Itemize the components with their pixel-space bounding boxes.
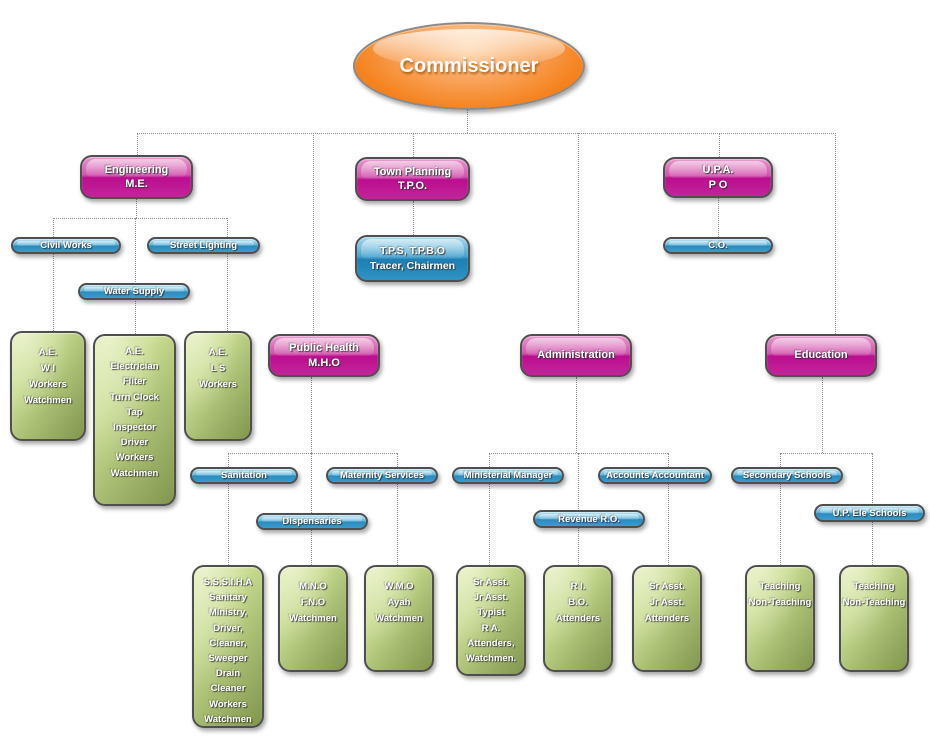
node-revenue-staff: R I. B.O. Attenders — [543, 565, 613, 672]
node-label: R I. B.O. Attenders — [555, 581, 601, 625]
node-engineering: Engineering M.E. — [80, 155, 193, 199]
connector — [780, 453, 872, 454]
node-co: C.O. — [663, 237, 773, 254]
connector — [311, 453, 312, 565]
node-secondary-schools: Secondary Schools — [731, 467, 843, 484]
node-administration: Administration — [520, 334, 632, 377]
node-label: Sr Asst. Jr Asst. Typist R A. Attenders,… — [465, 577, 517, 664]
connector — [53, 218, 227, 219]
connector — [718, 198, 719, 237]
connector — [822, 377, 823, 453]
connector — [137, 133, 836, 134]
connector — [311, 377, 312, 453]
connector — [467, 110, 468, 133]
node-education: Education — [765, 334, 877, 377]
node-sanitation-staff: S.S.S.I.H.A Sanitary Ministry, Driver, C… — [192, 565, 264, 728]
connector — [413, 201, 414, 235]
node-label: A.E. L S Workers — [199, 347, 237, 391]
connector — [227, 218, 228, 331]
node-ae-wi-staff: A.E. W I Workers Watchmen — [10, 331, 86, 441]
node-label: Town Planning T.P.O. — [373, 165, 452, 192]
connector — [780, 453, 781, 565]
node-secondary-schools-staff: Teaching Non-Teaching — [745, 565, 815, 672]
connector — [53, 218, 54, 331]
connector — [835, 133, 836, 334]
connector — [136, 199, 137, 218]
node-up-ele-schools: U.P. Ele Schools — [814, 504, 925, 522]
node-sanitation: Sanitation — [190, 467, 298, 484]
node-label: A.E. Electrician Fliter Turn Clock Tap I… — [110, 346, 159, 479]
connector — [668, 453, 669, 565]
node-label: Dispensaries — [282, 516, 342, 527]
node-ministerial-staff: Sr Asst. Jr Asst. Typist R A. Attenders,… — [456, 565, 526, 676]
node-dispensaries-staff: M.N.O F.N.O Watchmen — [278, 565, 348, 672]
connector — [578, 453, 579, 565]
connector — [719, 133, 720, 157]
node-label: Public Health M.H.O — [289, 342, 359, 369]
node-label: Commissioner — [399, 54, 539, 77]
connector — [313, 133, 314, 334]
node-upa: U.P.A. P O — [663, 157, 773, 198]
node-label: Water Supply — [103, 286, 165, 297]
node-label: U.P. Ele Schools — [832, 507, 907, 519]
node-maternity-staff: W.M.O Ayah Watchmen — [364, 565, 434, 672]
connector — [228, 453, 229, 565]
node-civil-works: Civil Works — [11, 237, 121, 254]
node-label: Sr Asst. Jr Asst. Attenders — [644, 581, 690, 625]
node-label: Civil Works — [40, 240, 92, 251]
node-label: T.P.S, T.P.B.O Tracer, Chairmen — [369, 244, 456, 272]
node-water-supply: Water Supply — [78, 283, 190, 300]
node-ae-electrician-staff: A.E. Electrician Fliter Turn Clock Tap I… — [93, 334, 176, 506]
node-label: Accounts Accountant — [606, 470, 704, 481]
node-label: Education — [794, 349, 848, 362]
node-label: A.E. W I Workers Watchmen — [24, 347, 72, 407]
node-street-lighting: Street Lighting — [147, 237, 260, 254]
node-label: Administration — [537, 349, 615, 362]
connector — [228, 453, 397, 454]
node-up-ele-schools-staff: Teaching Non-Teaching — [839, 565, 909, 672]
node-label: U.P.A. P O — [702, 164, 734, 191]
connector — [576, 377, 577, 453]
connector — [489, 453, 490, 565]
node-label: Revenue R.O. — [558, 513, 620, 525]
node-label: Teaching Non-Teaching — [842, 581, 906, 609]
connector — [397, 453, 398, 565]
connector — [137, 133, 138, 155]
node-label: M.N.O F.N.O Watchmen — [289, 581, 337, 625]
node-ministerial-manager: Ministerial Manager — [452, 467, 564, 484]
connector — [413, 133, 414, 157]
node-label: Sanitation — [221, 470, 267, 481]
node-public-health: Public Health M.H.O — [268, 334, 380, 377]
node-accounts-staff: Sr Asst. Jr Asst. Attenders — [632, 565, 702, 672]
connector — [135, 218, 136, 334]
node-label: Engineering M.E. — [104, 163, 169, 190]
node-tps-tpbo: T.P.S, T.P.B.O Tracer, Chairmen — [355, 235, 470, 282]
node-dispensaries: Dispensaries — [256, 513, 368, 530]
node-town-planning: Town Planning T.P.O. — [355, 157, 470, 201]
node-label: C.O. — [708, 240, 728, 251]
node-accounts-accountant: Accounts Accountant — [598, 467, 712, 484]
node-maternity-services: Maternity Services — [326, 467, 438, 484]
node-label: S.S.S.I.H.A Sanitary Ministry, Driver, C… — [203, 577, 253, 725]
node-label: Ministerial Manager — [463, 470, 553, 481]
node-label: W.M.O Ayah Watchmen — [375, 581, 423, 625]
node-revenue-ro: Revenue R.O. — [533, 510, 645, 528]
connector — [578, 133, 579, 334]
node-ae-ls-staff: A.E. L S Workers — [184, 331, 252, 441]
node-label: Maternity Services — [340, 470, 424, 481]
node-label: Secondary Schools — [742, 470, 832, 481]
node-label: Teaching Non-Teaching — [748, 581, 812, 609]
node-commissioner: Commissioner — [353, 22, 585, 110]
node-label: Street Lighting — [169, 240, 238, 251]
